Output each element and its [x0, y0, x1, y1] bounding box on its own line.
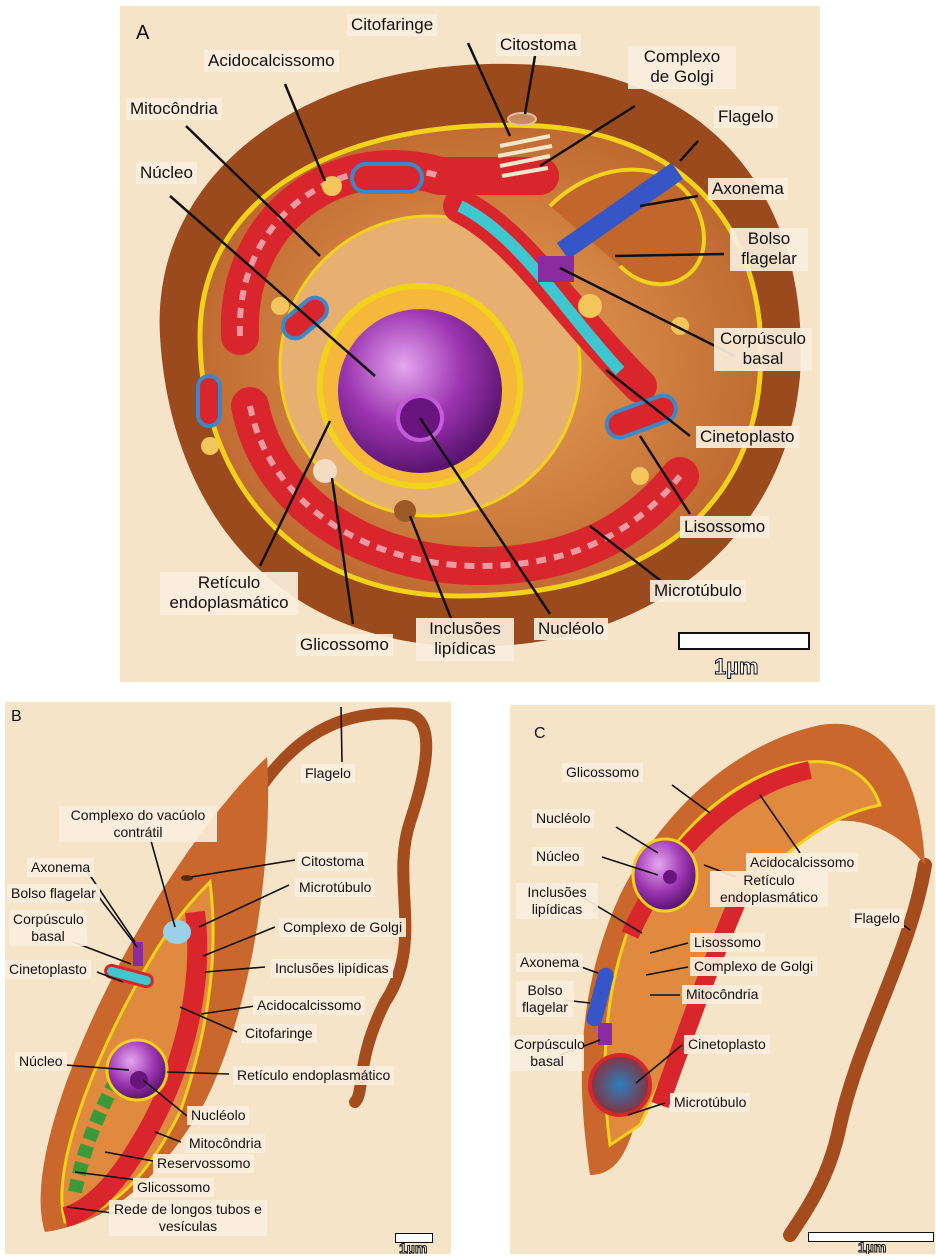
- scale-label-c: 1µm: [858, 1239, 886, 1254]
- kinetoplast-c: [590, 1055, 650, 1115]
- label-c-microtubulo: Microtúbulo: [670, 1093, 750, 1112]
- scale-label-a: 1µm: [714, 654, 758, 680]
- panel-a-letter: A: [136, 22, 149, 45]
- basal-body-b: [133, 942, 143, 966]
- label-cinetoplasto: Cinetoplasto: [696, 426, 799, 448]
- label-corpusculo-basal: Corpúsculo basal: [714, 328, 812, 371]
- label-inclusoes: Inclusões lipídicas: [416, 618, 514, 661]
- label-b-acidocalcissomo: Acidocalcissomo: [253, 996, 365, 1015]
- nucleus: [338, 309, 502, 473]
- label-c-lisossomo: Lisossomo: [690, 933, 765, 952]
- scale-label-b: 1µm: [399, 1240, 427, 1254]
- label-b-axonema: Axonema: [27, 858, 94, 877]
- label-b-microtubulo: Microtúbulo: [295, 878, 375, 897]
- label-c-axonema: Axonema: [516, 953, 583, 972]
- label-c-bolso-flagelar: Bolso flagelar: [516, 981, 574, 1017]
- label-b-bolso-flagelar: Bolso flagelar: [7, 884, 100, 903]
- label-lisossomo: Lisossomo: [680, 516, 769, 538]
- nucleolus-b: [130, 1071, 148, 1089]
- label-b-corpusculo-basal: Corpúsculo basal: [9, 910, 87, 946]
- contractile-vacuole-b: [163, 920, 191, 944]
- label-b-nucleolo: Nucléolo: [187, 1106, 249, 1125]
- label-b-citostoma: Citostoma: [297, 852, 368, 871]
- label-b-nucleo: Núcleo: [15, 1052, 67, 1071]
- label-c-corpusculo-basal: Corpúsculo basal: [510, 1035, 584, 1071]
- label-axonema: Axonema: [708, 178, 788, 200]
- label-mitocondria: Mitocôndria: [126, 98, 222, 120]
- panel-a: A Citofaringe Citostoma Complexo de Golg…: [120, 6, 820, 682]
- label-c-complexo-golgi: Complexo de Golgi: [690, 957, 817, 976]
- label-complexo-golgi: Complexo de Golgi: [628, 46, 736, 89]
- label-c-cinetoplasto: Cinetoplasto: [684, 1035, 770, 1054]
- label-citofaringe: Citofaringe: [347, 14, 437, 36]
- label-b-inclusoes: Inclusões lipídicas: [271, 959, 393, 978]
- basal-body-c: [598, 1023, 612, 1045]
- label-nucleolo: Nucléolo: [534, 618, 608, 640]
- label-b-reticulo: Retículo endoplasmático: [233, 1066, 394, 1085]
- scale-bar-a: [678, 632, 810, 650]
- panel-c-letter: C: [534, 725, 546, 743]
- label-nucleo: Núcleo: [136, 162, 197, 184]
- label-c-inclusoes: Inclusões lipídicas: [516, 883, 598, 919]
- label-microtubulo: Microtúbulo: [650, 580, 746, 602]
- label-flagelo: Flagelo: [714, 106, 778, 128]
- panel-c-illustration: [510, 705, 935, 1254]
- label-reticulo: Retículo endoplasmático: [160, 572, 298, 615]
- lipid-inclusion: [394, 500, 416, 522]
- label-b-flagelo: Flagelo: [301, 764, 355, 783]
- label-c-acidocalcissomo: Acidocalcissomo: [746, 853, 858, 872]
- cytostome-b: [181, 875, 193, 881]
- basal-body: [538, 256, 574, 282]
- label-glicossomo: Glicossomo: [296, 634, 393, 656]
- label-c-nucleo: Núcleo: [532, 847, 584, 866]
- label-citostoma: Citostoma: [496, 34, 581, 56]
- label-c-mitocondria: Mitocôndria: [682, 985, 762, 1004]
- panel-c: C Glicossomo Nucléolo Núcleo Acidocalcis…: [510, 705, 935, 1254]
- label-c-glicossomo: Glicossomo: [562, 763, 643, 782]
- label-b-rede: Rede de longos tubos e vesículas: [109, 1200, 267, 1236]
- cytostome: [508, 113, 536, 125]
- label-c-reticulo: Retículo endoplasmático: [710, 871, 828, 907]
- panel-b-letter: B: [11, 708, 22, 726]
- panel-b: B Flagelo Complexo do vacúolo contrátil …: [5, 702, 451, 1254]
- label-c-flagelo: Flagelo: [850, 909, 904, 928]
- nucleolus-c: [663, 870, 677, 884]
- label-b-citofaringe: Citofaringe: [241, 1024, 317, 1043]
- label-b-cinetoplasto: Cinetoplasto: [5, 960, 91, 979]
- label-b-reservossomo: Reservossomo: [153, 1154, 254, 1173]
- label-b-glicossomo: Glicossomo: [133, 1178, 214, 1197]
- label-b-complexo-vacuolo: Complexo do vacúolo contrátil: [59, 806, 217, 842]
- label-b-complexo-golgi: Complexo de Golgi: [279, 918, 406, 937]
- label-bolso-flagelar: Bolso flagelar: [730, 228, 808, 271]
- nucleus-b: [107, 1040, 167, 1100]
- label-b-mitocondria: Mitocôndria: [185, 1134, 265, 1153]
- label-acidocalcissomo: Acidocalcissomo: [204, 50, 339, 72]
- label-c-nucleolo: Nucléolo: [532, 809, 594, 828]
